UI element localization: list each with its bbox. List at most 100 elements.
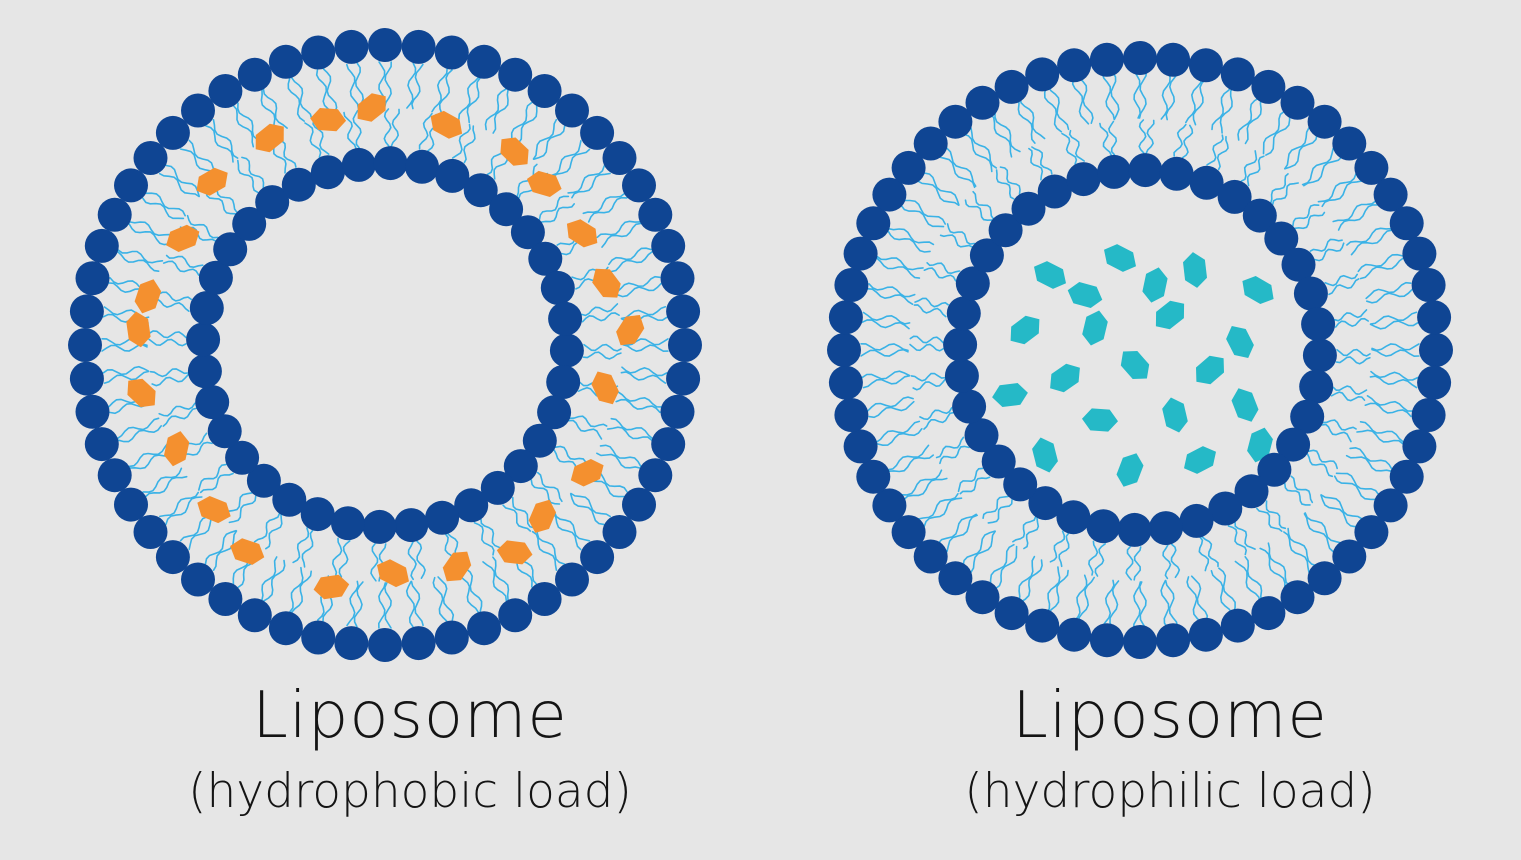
outer-head <box>1057 617 1092 652</box>
outer-head <box>498 598 533 633</box>
lipid-tail <box>383 108 392 147</box>
lipid-tail <box>353 581 364 628</box>
outer-head <box>1417 365 1452 400</box>
lipid-tail <box>1244 556 1263 603</box>
lipid-tail <box>1068 129 1085 162</box>
lipid-tail <box>1271 182 1299 206</box>
outer-head <box>1411 398 1446 432</box>
outer-head <box>638 458 673 493</box>
lipid-tail <box>241 156 265 189</box>
outer-head <box>97 197 132 232</box>
lipid-tail <box>571 172 611 199</box>
outer-head <box>1373 488 1408 523</box>
inner-head <box>549 333 584 368</box>
lipid-tail <box>982 495 1009 519</box>
lipid-tail <box>530 479 561 505</box>
lipid-tail <box>1287 527 1318 567</box>
lipid-tail <box>1047 569 1069 615</box>
lipid-tail <box>1088 540 1099 576</box>
inner-head <box>1028 486 1063 521</box>
lipid-tail <box>502 504 532 532</box>
lipid-tail <box>1301 147 1334 186</box>
lipid-tail <box>987 499 1013 524</box>
hydrophobic-drug-molecule <box>496 540 533 565</box>
lipid-tail <box>569 415 608 428</box>
outer-head <box>1417 300 1452 335</box>
liposome-title: Liposome <box>1012 679 1328 753</box>
outer-head <box>622 487 656 522</box>
hydrophobic-drug-molecule <box>570 459 604 487</box>
lipid-tail <box>1173 123 1187 157</box>
lipid-tail <box>1292 204 1320 227</box>
inner-head <box>1290 399 1325 434</box>
lipid-tail <box>263 559 286 602</box>
lipid-tail <box>1138 119 1147 154</box>
lipid-tail <box>999 166 1021 195</box>
lipid-tail <box>1259 547 1286 590</box>
inner-head <box>1097 154 1132 189</box>
inner-head <box>1189 165 1224 200</box>
lipid-tail <box>312 119 330 155</box>
lipid-tail <box>1017 97 1036 144</box>
lipid-tail <box>875 257 921 279</box>
outer-head <box>843 236 878 271</box>
lipid-tail <box>1181 124 1194 159</box>
lipid-tail <box>1270 173 1289 204</box>
drug-load <box>126 93 645 600</box>
lipid-tail <box>1234 560 1261 603</box>
liposome-subtitle: (hydrophilic load) <box>964 764 1376 819</box>
lipid-tail <box>1138 70 1147 119</box>
lipid-tail <box>553 511 591 542</box>
inner-head <box>425 500 460 535</box>
lipid-tail <box>510 102 533 145</box>
hydrophilic-drug-molecule <box>1034 261 1066 289</box>
lipid-tail <box>867 288 914 305</box>
hydrophilic-drug-molecule <box>1067 282 1103 308</box>
hydrophobic-drug-molecule <box>313 574 350 600</box>
lipid-tail <box>1162 544 1172 580</box>
lipid-tail <box>868 283 916 298</box>
inner-head <box>537 395 572 430</box>
lipid-tail <box>909 343 944 352</box>
outer-head <box>1307 561 1342 596</box>
lipid-tail <box>536 471 563 503</box>
outer-head <box>580 115 615 150</box>
lipid-tail <box>994 545 1018 590</box>
lipid-tail <box>148 338 187 347</box>
lipid-tail <box>153 291 193 302</box>
outer-head <box>208 74 243 108</box>
outer-head <box>1220 57 1255 92</box>
lipid-tail <box>149 368 189 378</box>
lipid-tail <box>620 306 667 320</box>
inner-head <box>1293 276 1328 311</box>
outer-head <box>1220 608 1255 643</box>
lipid-tail <box>482 561 508 602</box>
outer-head <box>828 300 863 335</box>
lipid-tail <box>1101 579 1115 628</box>
lipid-tail <box>887 454 934 473</box>
hydrophobic-drug-molecule <box>127 378 156 408</box>
lipid-tail <box>1019 97 1046 140</box>
lipid-tail <box>552 512 582 551</box>
outer-head <box>938 104 973 139</box>
lipid-tail <box>158 402 196 417</box>
inner-head <box>528 241 563 276</box>
outer-head <box>668 328 702 362</box>
inner-head <box>1128 153 1163 188</box>
lipid-tail <box>1237 97 1261 141</box>
lipid-tail <box>1138 581 1147 630</box>
lipid-tail <box>1322 419 1357 431</box>
lipid-tail <box>492 556 510 601</box>
lipid-tail <box>617 391 662 408</box>
lipid-tail <box>1234 521 1256 550</box>
lipid-tail <box>923 411 954 430</box>
outer-head <box>827 333 861 367</box>
outer-head <box>434 35 469 70</box>
outer-head <box>114 487 148 522</box>
lipid-tail <box>946 514 978 553</box>
outer-head <box>1354 515 1389 550</box>
lipid-tail <box>117 251 160 272</box>
lipid-tail <box>152 298 190 312</box>
lipid-tail <box>919 407 953 421</box>
lipid-tail <box>615 398 661 414</box>
